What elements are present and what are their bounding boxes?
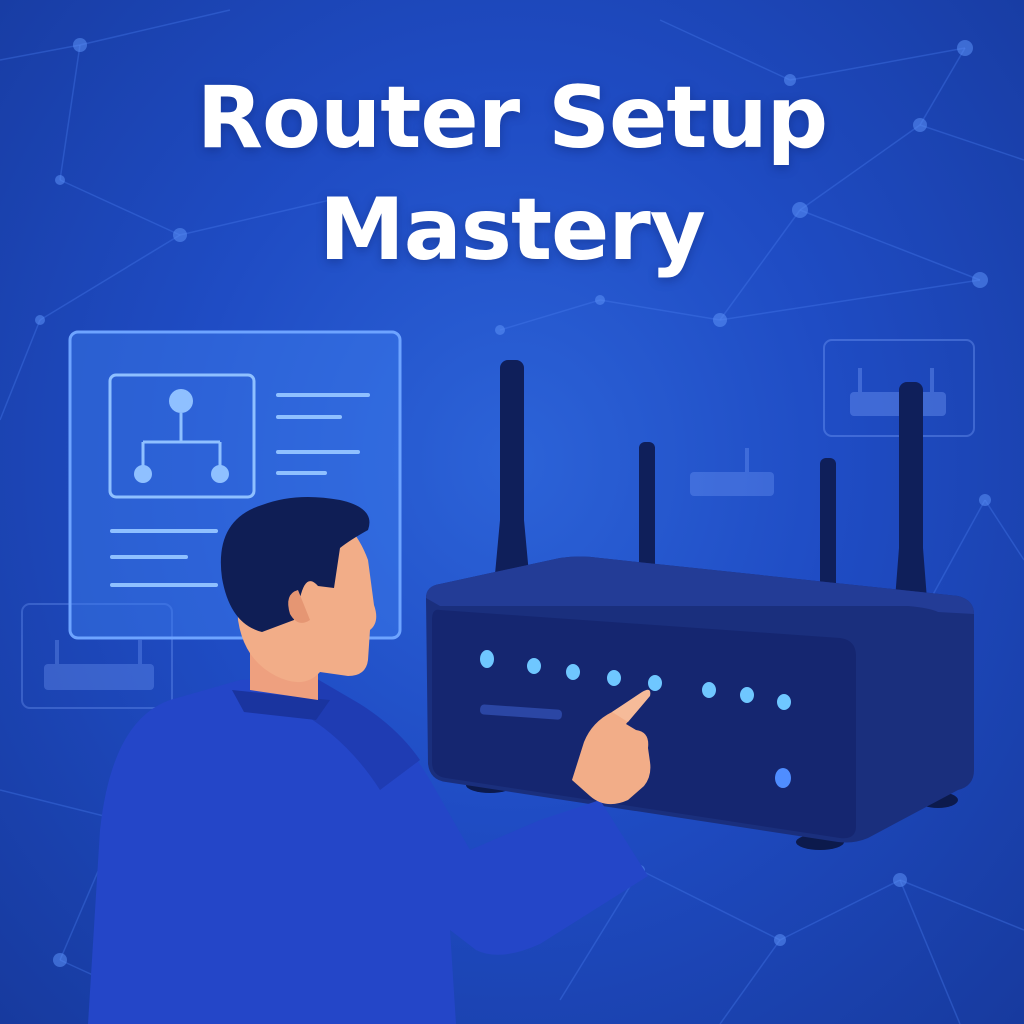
panel-text-lines	[110, 393, 370, 587]
title-line-2: Mastery	[319, 180, 706, 280]
router-status-leds	[480, 650, 791, 788]
pointing-hand-icon	[572, 689, 651, 805]
person-figure	[88, 496, 651, 1024]
page-title: Router Setup Mastery	[0, 62, 1024, 286]
network-topology-icon	[108, 373, 256, 499]
router-device	[426, 360, 974, 850]
title-line-1: Router Setup	[196, 68, 828, 168]
router-icon	[21, 603, 173, 709]
router-icon	[690, 448, 774, 496]
